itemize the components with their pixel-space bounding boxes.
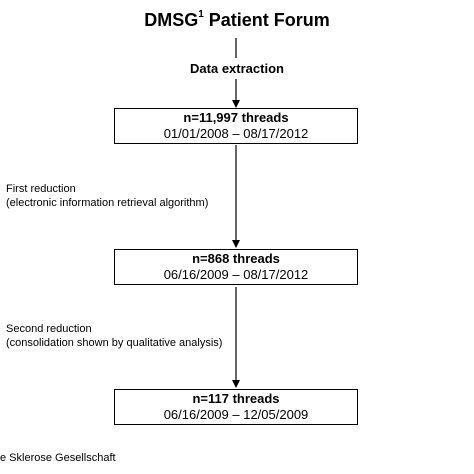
flow-box-count: n=868 threads — [192, 251, 280, 266]
flow-box-count: n=11,997 threads — [183, 110, 289, 125]
second-reduction-note: Second reduction (consolidation shown by… — [6, 322, 222, 350]
flow-box-final: n=117 threads 06/16/2009 – 12/05/2009 — [114, 389, 358, 425]
title-suffix: Patient Forum — [203, 10, 330, 30]
reduction-method-label: (consolidation shown by qualitative anal… — [6, 337, 223, 349]
reduction-step-label: Second reduction — [6, 323, 92, 335]
flow-box-initial: n=11,997 threads 01/01/2008 – 08/17/2012 — [114, 108, 358, 144]
data-extraction-label: Data extraction — [190, 61, 284, 76]
flow-box-date-range: 06/16/2009 – 12/05/2009 — [163, 407, 309, 422]
flow-box-count: n=117 threads — [192, 391, 280, 406]
flow-box-first-reduction: n=868 threads 06/16/2009 – 08/17/2012 — [114, 249, 358, 285]
reduction-step-label: First reduction — [6, 183, 76, 195]
flow-box-date-range: 06/16/2009 – 08/17/2012 — [163, 267, 309, 282]
page-title: DMSG1 Patient Forum — [0, 9, 474, 31]
reduction-method-label: (electronic information retrieval algori… — [6, 197, 209, 209]
title-superscript: 1 — [198, 9, 204, 20]
footnote: e Sklerose Gesellschaft — [0, 452, 116, 464]
title-text: DMSG — [144, 10, 199, 30]
first-reduction-note: First reduction (electronic information … — [6, 182, 208, 210]
flow-box-date-range: 01/01/2008 – 08/17/2012 — [163, 126, 309, 141]
